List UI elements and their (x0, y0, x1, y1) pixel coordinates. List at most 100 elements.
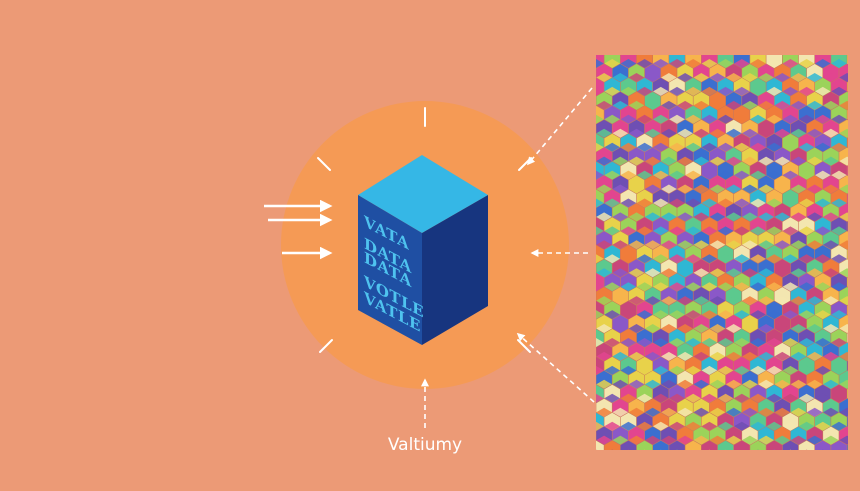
mosaic-tile-facet (839, 240, 848, 250)
mosaic-tile-facet (604, 393, 620, 403)
mosaic-tile (847, 82, 848, 92)
mosaic-tile (798, 440, 815, 450)
mosaic-tile-facet (847, 202, 848, 204)
mosaic-tile-facet (636, 310, 653, 320)
mosaic-tile-facet (725, 324, 742, 333)
mosaic-tile-facet (822, 449, 824, 450)
mosaic-tile-facet (596, 226, 604, 236)
mosaic-tile-facet (815, 114, 831, 124)
mosaic-tile-facet (693, 324, 710, 333)
mosaic-tile-facet (750, 310, 766, 320)
mosaic-tile-facet (701, 393, 718, 403)
mosaic-tile-facet (612, 156, 629, 166)
mosaic-tile-facet (742, 324, 758, 333)
mosaic-tile-facet (734, 365, 750, 375)
mosaic-tile-facet (701, 86, 718, 96)
mosaic-tile-facet (725, 184, 742, 194)
mosaic-tile-facet (839, 73, 848, 82)
mosaic-tile-facet (620, 59, 637, 68)
mosaic-tile-facet (798, 338, 815, 347)
mosaic-tile-facet (725, 240, 742, 250)
mosaic-tile-facet (734, 310, 750, 320)
mosaic-tile-facet (644, 407, 661, 417)
data-cube: VATA DATA DATA VOTLE VATLE (358, 155, 488, 345)
mosaic-tile-facet (790, 324, 807, 333)
mosaic-tile-facet (604, 59, 620, 68)
mosaic-tile-facet (636, 226, 653, 236)
mosaic-tile-facet (847, 146, 848, 148)
mosaic-tile-facet (693, 184, 710, 194)
mosaic-tile-facet (596, 338, 604, 347)
mosaic-tile-facet (653, 393, 669, 403)
mosaic-tile-facet (669, 282, 685, 292)
mosaic-tile-facet (806, 379, 823, 389)
mosaic-tile-facet (758, 407, 774, 417)
mosaic-tile-facet (709, 73, 726, 82)
mosaic-tile-facet (717, 282, 734, 292)
mosaic-tile-facet (628, 379, 645, 389)
mosaic-tile-facet (677, 351, 693, 361)
mosaic-tile-facet (653, 365, 669, 375)
mosaic-tile-facet (596, 86, 604, 96)
mosaic-tile-facet (823, 212, 839, 222)
mosaic-tile-facet (831, 86, 847, 96)
mosaic-tile-facet (798, 365, 815, 375)
mosaic-tile-facet (628, 156, 645, 166)
mosaic-tile (847, 193, 848, 204)
mosaic-tile-facet (644, 240, 661, 250)
mosaic-tile-facet (823, 73, 839, 82)
mosaic-tile-facet (798, 59, 815, 68)
mosaic-tile-facet (782, 114, 799, 124)
mosaic-tile-facet (677, 435, 693, 445)
mosaic-tile-facet (669, 170, 685, 180)
mosaic-tile-facet (596, 449, 597, 450)
mosaic-tile-facet (685, 59, 701, 68)
mosaic-tile-facet (782, 421, 799, 431)
mosaic-tile-facet (636, 59, 653, 68)
mosaic-tile-facet (677, 324, 693, 333)
mosaic-tile-facet (701, 170, 718, 180)
mosaic-tile-facet (725, 435, 742, 445)
mosaic-tile-facet (831, 365, 847, 375)
mosaic-tile-facet (653, 198, 669, 208)
mosaic-tile-facet (636, 421, 653, 431)
mosaic-tile (847, 55, 848, 64)
mosaic-tile-facet (653, 114, 669, 124)
mosaic-tile-facet (839, 351, 848, 361)
mosaic-tile-facet (782, 282, 799, 292)
mosaic-tile-facet (709, 379, 726, 389)
mosaic-tile-facet (717, 59, 734, 68)
mosaic-tile-facet (701, 421, 718, 431)
mosaic-tile (847, 109, 848, 120)
mosaic-tile-facet (790, 435, 807, 445)
mosaic-tile-facet (839, 156, 848, 166)
mosaic-tile-facet (669, 86, 685, 96)
mosaic-tile-facet (806, 268, 823, 278)
mosaic-tile-facet (742, 268, 758, 278)
mosaic-tile-facet (798, 310, 815, 320)
mosaic-tile-facet (612, 324, 629, 333)
mosaic-tile-facet (669, 114, 685, 124)
mosaic-tile-facet (596, 114, 604, 124)
mosaic-tile-facet (750, 282, 766, 292)
mosaic-tile-facet (661, 240, 677, 250)
circle-tick-marks (317, 107, 532, 353)
mosaic-tile-facet (782, 142, 799, 152)
mosaic-tile-facet (709, 240, 726, 250)
mosaic-tile-facet (750, 114, 766, 124)
mosaic-tile-facet (847, 91, 848, 92)
mosaic-tile-facet (815, 142, 831, 152)
mosaic-tile-facet (653, 226, 669, 236)
mosaic-tile-facet (636, 86, 653, 96)
input-arrows (264, 199, 333, 260)
mosaic-tile-facet (790, 268, 807, 278)
mosaic-tile-facet (815, 59, 831, 68)
mosaic-tile-facet (661, 100, 677, 110)
mosaic-tile-facet (693, 240, 710, 250)
mosaic-tile-facet (839, 407, 848, 417)
mosaic-tile (653, 440, 669, 450)
mosaic-tile-facet (766, 421, 782, 431)
mosaic-tile-facet (669, 338, 685, 347)
mosaic-tile-facet (661, 296, 677, 306)
mosaic-tile-facet (734, 59, 750, 68)
